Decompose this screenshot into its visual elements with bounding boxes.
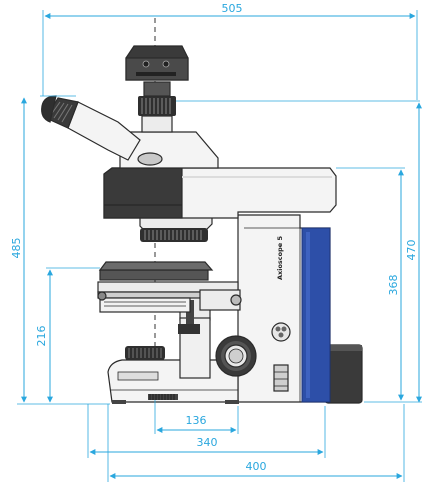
dim-stage-offset: 136 — [186, 414, 207, 427]
model-label: Axioscope 5 — [276, 236, 284, 280]
side-switch — [273, 364, 289, 392]
camera-adapter — [138, 81, 176, 133]
rear-housing — [324, 344, 363, 404]
nosepiece-knurl — [140, 228, 208, 242]
dimension-lines: 505 485 216 470 368 136 340 400 — [10, 2, 422, 482]
microscope: Axioscope 5 — [41, 18, 363, 404]
upper-arm — [103, 167, 337, 219]
focus-knob — [215, 335, 257, 377]
control-dial-icon — [271, 322, 291, 342]
dim-stage-height: 216 — [35, 326, 48, 347]
dim-stand-height: 368 — [387, 275, 400, 296]
camera — [125, 45, 189, 81]
eyepiece-tube — [67, 101, 141, 161]
dim-footprint-depth: 400 — [246, 460, 267, 473]
dim-overall-width: 505 — [222, 2, 243, 15]
trinocular-head — [41, 95, 219, 169]
nosepiece — [139, 215, 213, 242]
mechanical-stage — [97, 261, 242, 313]
dim-body-height: 470 — [405, 240, 418, 261]
dim-overall-height: 485 — [10, 238, 23, 259]
stand-column: Axioscope 5 — [237, 214, 331, 403]
camera-port-icon — [142, 60, 150, 68]
dim-base-depth: 340 — [197, 436, 218, 449]
